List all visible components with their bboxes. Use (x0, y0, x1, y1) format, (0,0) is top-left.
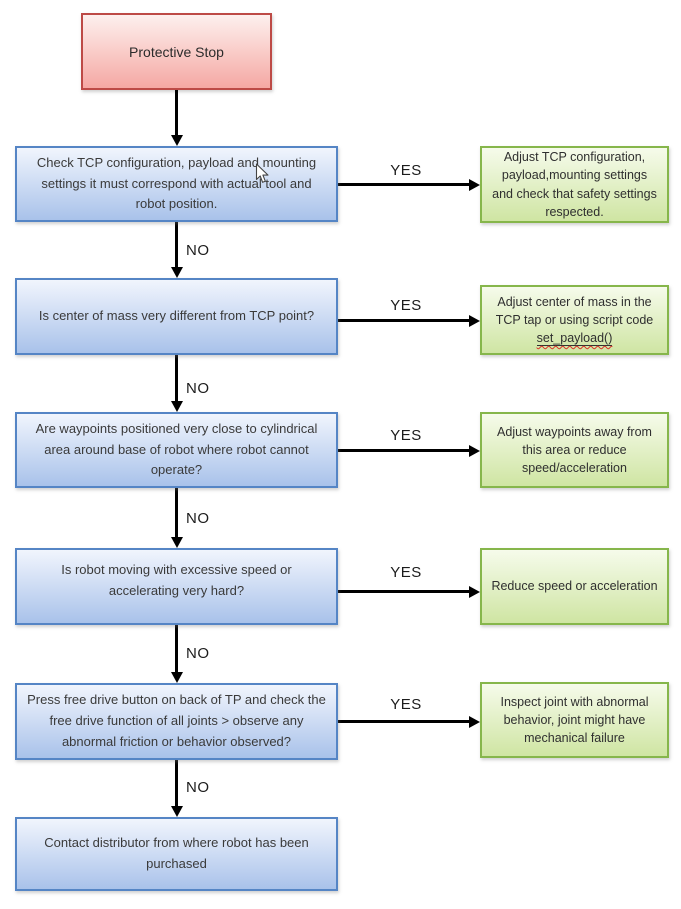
question-box-5: Press free drive button on back of TP an… (15, 683, 338, 760)
question-box-4: Is robot moving with excessive speed or … (15, 548, 338, 625)
question-box-3: Are waypoints positioned very close to c… (15, 412, 338, 488)
action-box-4: Reduce speed or acceleration (480, 548, 669, 625)
action-box-5: Inspect joint with abnormal behavior, jo… (480, 682, 669, 758)
yes-label-5: YES (390, 696, 422, 713)
yes-arrow-5 (338, 720, 469, 723)
yes-label-4: YES (390, 564, 422, 581)
no-label-3: NO (186, 510, 210, 527)
no-label-5: NO (186, 779, 210, 796)
question-text-4: Is robot moving with excessive speed or … (61, 562, 292, 598)
yes-arrow-4 (338, 590, 469, 593)
final-box: Contact distributor from where robot has… (15, 817, 338, 891)
question-text-3: Are waypoints positioned very close to c… (35, 420, 318, 478)
question-text-5: Press free drive button on back of TP an… (27, 692, 326, 749)
down-arrow-q3-to-q4 (175, 488, 178, 537)
start-node: Protective Stop (81, 13, 272, 90)
yes-arrow-1 (338, 183, 469, 186)
yes-label-1: YES (390, 162, 422, 179)
action-text-4: Reduce speed or acceleration (491, 579, 658, 594)
down-arrow-q5-to-final (175, 760, 178, 806)
down-arrow-q1-to-q2 (175, 222, 178, 267)
script-code-link: set_payload() (536, 331, 613, 347)
action-box-2: Adjust center of mass in the TCP tap or … (480, 285, 669, 355)
question-text-2: Is center of mass very different from TC… (38, 308, 315, 324)
no-label-4: NO (186, 645, 210, 662)
question-text-1: Check TCP configuration, payload and mou… (36, 154, 317, 212)
action-text-3: Adjust waypoints away from this area or … (497, 424, 652, 476)
down-arrow-start-to-q1 (175, 90, 178, 135)
yes-label-2: YES (390, 297, 422, 314)
down-arrow-q4-to-q5 (175, 625, 178, 672)
action-text-1: Adjust TCP configuration, payload,mounti… (492, 150, 657, 219)
down-arrow-q2-to-q3 (175, 355, 178, 401)
yes-arrow-3 (338, 449, 469, 452)
yes-label-3: YES (390, 427, 422, 444)
action-box-3: Adjust waypoints away from this area or … (480, 412, 669, 488)
question-box-1: Check TCP configuration, payload and mou… (15, 146, 338, 222)
no-label-2: NO (186, 380, 210, 397)
action-text-2: Adjust center of mass in the TCP tap or … (495, 294, 654, 347)
start-node-label: Protective Stop (129, 43, 224, 60)
action-box-1: Adjust TCP configuration, payload,mounti… (480, 146, 669, 223)
question-box-2: Is center of mass very different from TC… (15, 278, 338, 355)
final-text: Contact distributor from where robot has… (44, 835, 309, 871)
yes-arrow-2 (338, 319, 469, 322)
action-text-5: Inspect joint with abnormal behavior, jo… (500, 694, 649, 746)
no-label-1: NO (186, 242, 210, 259)
